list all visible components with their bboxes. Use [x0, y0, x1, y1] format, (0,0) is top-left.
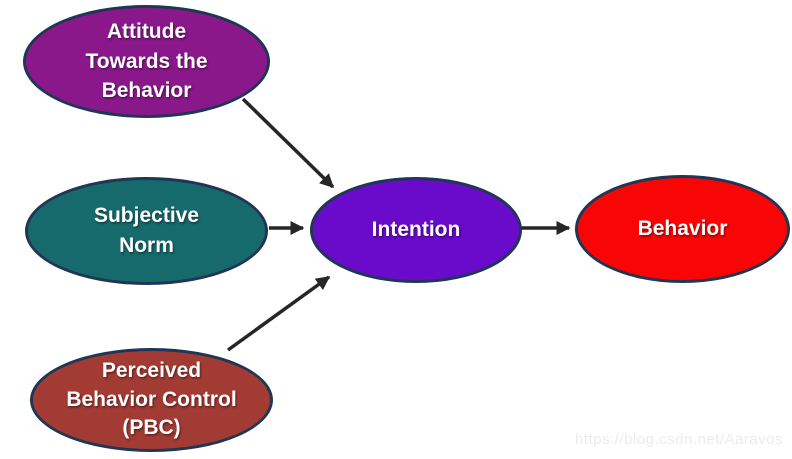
node-intention: Intention	[310, 177, 522, 283]
node-attitude-label: Attitude Towards the Behavior	[85, 17, 207, 106]
node-pbc-label: Perceived Behavior Control (PBC)	[66, 357, 236, 444]
node-behavior-label: Behavior	[638, 214, 728, 244]
node-label-line: Behavior Control	[66, 387, 237, 411]
node-pbc: Perceived Behavior Control (PBC)	[30, 348, 273, 452]
node-label-line: Perceived	[101, 358, 202, 382]
node-subjective-norm: Subjective Norm	[25, 177, 268, 285]
watermark: https://blog.csdn.net/Aaravos	[575, 431, 783, 448]
node-behavior: Behavior	[575, 175, 790, 283]
node-label-line: Towards the	[85, 49, 208, 73]
node-label-line: Subjective	[93, 204, 200, 228]
node-label-line: Norm	[119, 234, 174, 257]
node-label-line: Behavior	[637, 217, 728, 241]
node-label-line: Intention	[371, 218, 461, 242]
node-label-line: Attitude	[106, 19, 187, 43]
node-intention-label: Intention	[372, 215, 461, 245]
node-subjective-norm-label: Subjective Norm	[94, 201, 199, 261]
node-label-line: Behavior	[101, 79, 192, 103]
node-attitude: Attitude Towards the Behavior	[23, 5, 270, 118]
arrow-attitude-to-intention	[241, 97, 335, 189]
arrow-pbc-to-intention	[226, 275, 331, 352]
node-label-line: (PBC)	[122, 416, 181, 440]
